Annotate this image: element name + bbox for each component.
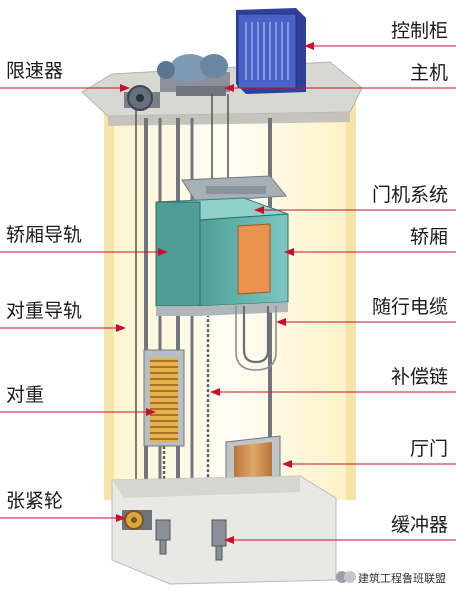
label-counterweight: 对重 (6, 386, 44, 405)
label-buffer: 缓冲器 (391, 516, 448, 535)
label-landing-door: 厅门 (410, 440, 448, 459)
watermark-text: 建筑工程鲁班联盟 (358, 570, 446, 586)
label-tension-pulley: 张紧轮 (6, 492, 63, 511)
tension-pulley-shape (122, 510, 152, 530)
traction-machine-shape (157, 54, 230, 96)
label-traction-machine: 主机 (410, 64, 448, 83)
label-door-operator: 门机系统 (372, 186, 448, 205)
label-car: 轿厢 (410, 228, 448, 247)
label-control-cabinet: 控制柜 (391, 22, 448, 41)
watermark-logo-icon (336, 571, 356, 583)
label-traveling-cable: 随行电缆 (372, 298, 448, 317)
label-compensation-chain: 补偿链 (391, 368, 448, 387)
label-counterweight-guide-rail: 对重导轨 (6, 302, 82, 321)
counterweight-shape (144, 350, 184, 446)
car-shape (156, 198, 288, 316)
label-speed-governor: 限速器 (6, 62, 63, 81)
control-cabinet-shape (236, 8, 306, 94)
label-car-guide-rail: 轿厢导轨 (6, 226, 82, 245)
